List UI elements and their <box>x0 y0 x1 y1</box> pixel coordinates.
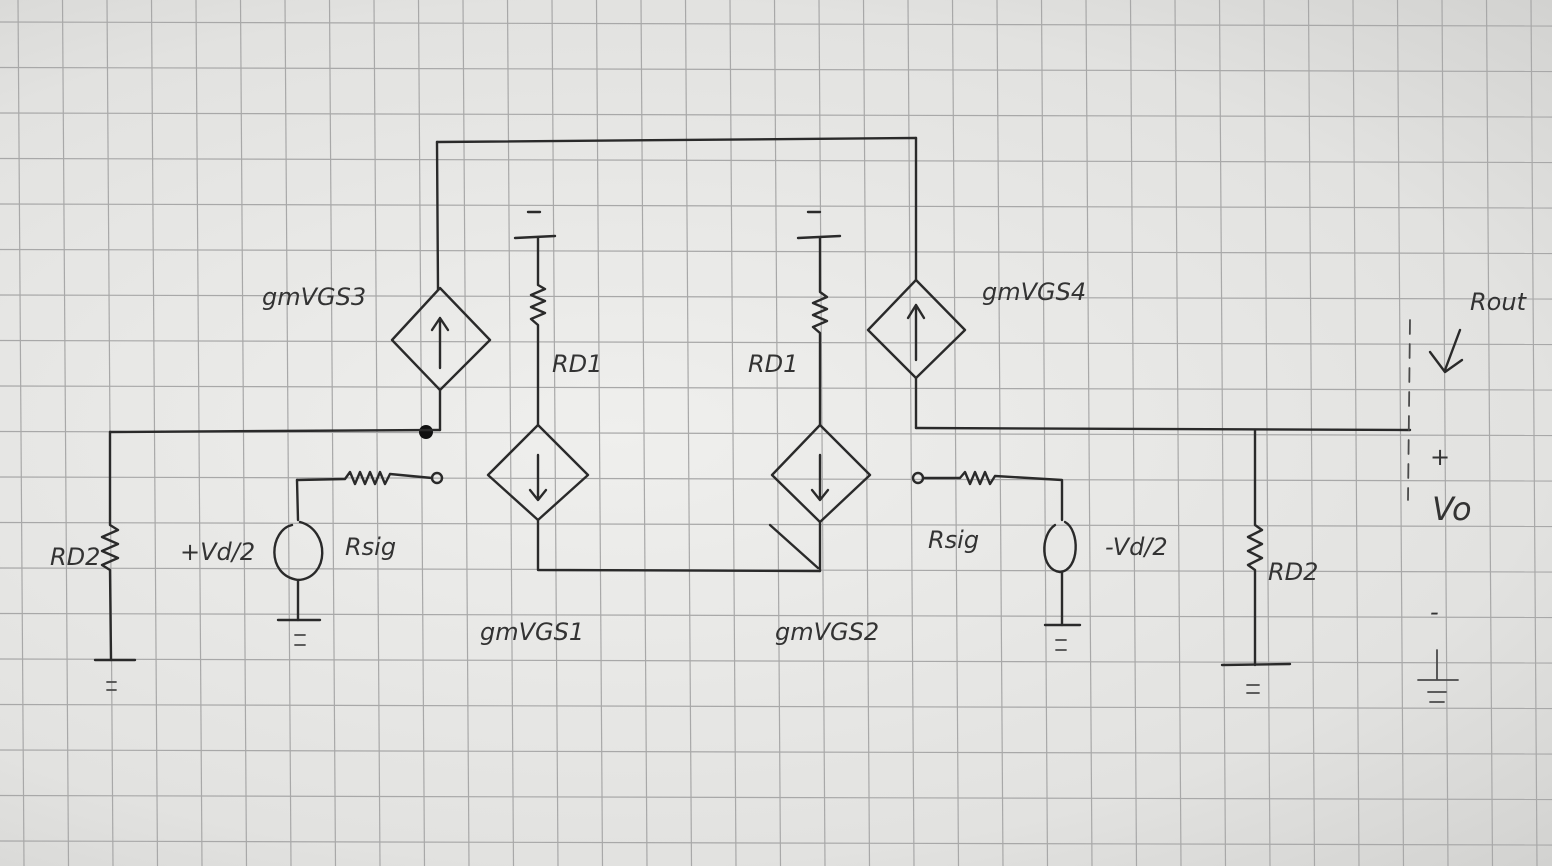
wire-top <box>435 136 918 144</box>
grid-line-vertical <box>328 0 337 866</box>
grid-line-vertical <box>1307 0 1316 866</box>
label-rd1-right: RD1 <box>748 350 798 378</box>
grid-line-horizontal <box>0 612 1552 619</box>
dependent-source-gmvgs4 <box>866 278 967 380</box>
grid-line-vertical <box>1085 0 1093 866</box>
wire-left-column <box>435 140 442 432</box>
grid-line-vertical <box>996 0 1004 866</box>
grid-line-horizontal <box>0 339 1552 346</box>
grid-line-vertical <box>1396 0 1405 866</box>
resistor-rd1-right <box>811 236 829 427</box>
resistor-rd2-right <box>1246 428 1264 667</box>
grid-line-horizontal <box>0 294 1552 300</box>
resistor-rsig-right <box>921 470 1064 522</box>
ground-mark <box>1055 639 1067 651</box>
label-rd2-left: RD2 <box>50 543 100 571</box>
terminal-left-gate <box>430 471 444 485</box>
label-vo-minus: - <box>1430 598 1439 626</box>
label-vd-positive: +Vd/2 <box>180 538 255 566</box>
label-gmvgs3: gmVGS3 <box>262 283 366 311</box>
grid-line-vertical <box>150 0 159 866</box>
label-vo-plus: + <box>1430 443 1450 471</box>
grid-line-vertical <box>1352 0 1360 866</box>
grid-line-horizontal <box>0 157 1552 164</box>
grid-line-vertical <box>17 0 25 866</box>
label-vd-negative: -Vd/2 <box>1105 533 1168 561</box>
grid-line-vertical <box>195 0 203 866</box>
grid-line-vertical <box>61 0 70 866</box>
ground-right-rd2 <box>1220 662 1292 667</box>
resistor-rsig-left <box>295 470 434 486</box>
terminal-right-gate <box>911 471 925 485</box>
rout-arrow-icon <box>1428 328 1464 374</box>
resistor-rd1-left <box>529 236 547 427</box>
label-gmvgs1: gmVGS1 <box>480 618 584 646</box>
grid-line-vertical <box>1530 0 1538 866</box>
node-dot <box>419 425 433 439</box>
grid-line-horizontal <box>0 794 1552 801</box>
grid-line-vertical <box>862 0 871 866</box>
resistor-rd2-left <box>100 430 120 662</box>
label-rd1-left: RD1 <box>552 350 602 378</box>
grid-line-vertical <box>951 0 960 866</box>
label-gmvgs2: gmVGS2 <box>775 618 879 646</box>
grid-line-vertical <box>1040 0 1049 866</box>
grid-line-vertical <box>1485 0 1494 866</box>
grid-line-horizontal <box>0 248 1552 255</box>
grid-line-horizontal <box>0 21 1552 27</box>
voltage-source-left <box>273 520 324 582</box>
grid-line-horizontal <box>0 840 1552 846</box>
wire-left-node <box>108 428 442 434</box>
wire-source-left <box>295 478 300 622</box>
label-rsig-left: Rsig <box>345 533 396 561</box>
voltage-source-right <box>1043 520 1077 574</box>
grid-line-vertical <box>1218 0 1227 866</box>
battery-top-right <box>796 210 842 240</box>
vo-ground <box>1417 649 1459 703</box>
ground-mark <box>1246 684 1260 694</box>
grid-line-horizontal <box>0 521 1552 528</box>
label-rsig-right: Rsig <box>928 526 979 554</box>
label-vo: Vo <box>1432 490 1472 528</box>
grid-line-vertical <box>1441 0 1449 866</box>
arrow-up-icon <box>430 316 450 370</box>
grid-line-horizontal <box>0 203 1552 209</box>
output-port-dashed <box>1407 319 1411 501</box>
grid-line-vertical <box>1174 0 1182 866</box>
grid-line-horizontal <box>0 658 1552 664</box>
label-rd2-right: RD2 <box>1268 558 1318 586</box>
grid-line-horizontal <box>0 703 1552 710</box>
wire-right-bottom <box>768 520 822 573</box>
grid-line-vertical <box>818 0 826 866</box>
grid-line-vertical <box>1263 0 1271 866</box>
battery-top-left <box>513 210 557 240</box>
wire-bottom-link <box>536 518 822 573</box>
grid-line-vertical <box>284 0 292 866</box>
grid-line-horizontal <box>0 66 1552 73</box>
arrow-down-icon <box>528 453 548 502</box>
grid-line-vertical <box>1129 0 1138 866</box>
ground-mark <box>106 681 117 691</box>
ground-mark <box>294 634 306 646</box>
grid-line-vertical <box>907 0 915 866</box>
label-gmvgs4: gmVGS4 <box>982 278 1086 306</box>
arrow-up-icon <box>906 303 926 362</box>
dependent-source-gmvgs3 <box>390 286 492 392</box>
grid-line-horizontal <box>0 112 1552 118</box>
grid-line-horizontal <box>0 749 1552 755</box>
grid-line-vertical <box>239 0 248 866</box>
grid-line-horizontal <box>0 385 1552 391</box>
label-rout: Rout <box>1470 288 1528 316</box>
arrow-down-icon <box>810 453 830 502</box>
wire-output <box>914 426 1412 432</box>
